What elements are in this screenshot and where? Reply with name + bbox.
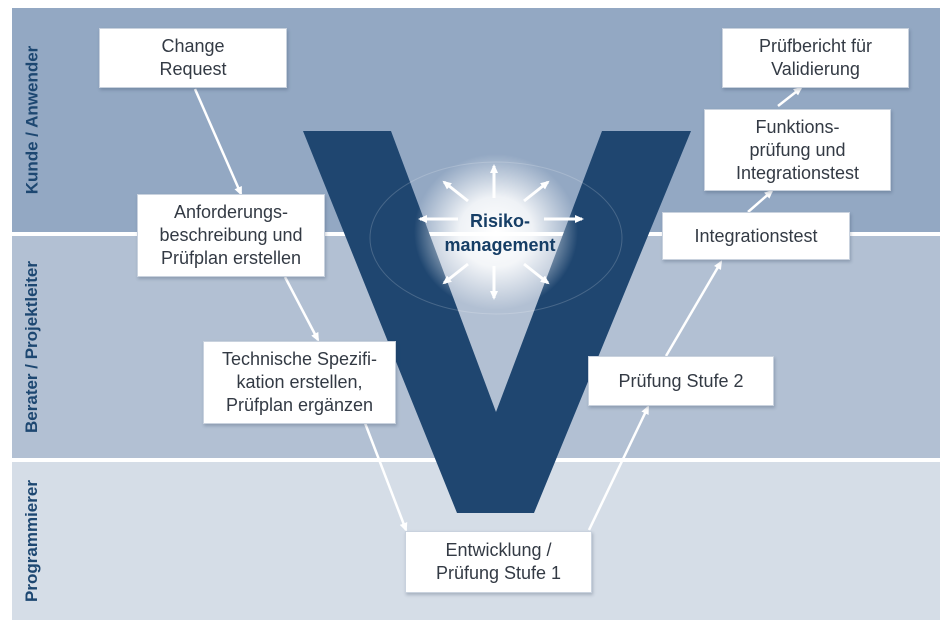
box-pruefbericht: Prüfbericht für Validierung	[722, 28, 909, 88]
risk-arrow-up-right	[523, 180, 550, 203]
flow-arrow	[777, 86, 803, 107]
risk-arrows	[418, 164, 584, 300]
box-funktionspruefung: Funktions- prüfung und Integrationstest	[704, 109, 891, 191]
box-change-request: Change Request	[99, 28, 287, 88]
risk-ring	[369, 161, 623, 315]
v-model-shape	[303, 131, 691, 513]
flow-arrow	[664, 260, 723, 357]
lane-label-text: Kunde / Anwender	[22, 45, 42, 195]
flow-arrows	[193, 86, 803, 532]
risk-arrow-up-left	[442, 180, 469, 203]
flow-arrow	[193, 88, 243, 196]
lane-label-kunde: Kunde / Anwender	[12, 8, 52, 232]
lane-label-text: Programmierer	[22, 480, 42, 602]
box-anforderungsbeschreibung: Anforderungs- beschreibung und Prüfplan …	[137, 194, 325, 277]
box-technische-spezifikation: Technische Spezifi- kation erstellen, Pr…	[203, 341, 396, 424]
box-pruefung-stufe-2: Prüfung Stufe 2	[588, 356, 774, 406]
lane-label-programmierer: Programmierer	[12, 462, 52, 620]
lane-label-berater: Berater / Projektleiter	[12, 236, 52, 458]
risk-arrow-down-left	[442, 262, 469, 285]
box-integrationstest: Integrationstest	[662, 212, 850, 260]
flow-arrow	[363, 422, 408, 532]
lane-label-text: Berater / Projektleiter	[22, 261, 41, 433]
risk-management-label: Risiko- management	[444, 211, 556, 255]
flow-arrow	[747, 189, 774, 213]
flow-arrow	[283, 276, 320, 342]
risk-glow	[414, 154, 578, 310]
flow-arrow	[587, 405, 650, 531]
risk-arrow-down-right	[523, 262, 550, 285]
box-entwicklung: Entwicklung / Prüfung Stufe 1	[405, 531, 592, 593]
